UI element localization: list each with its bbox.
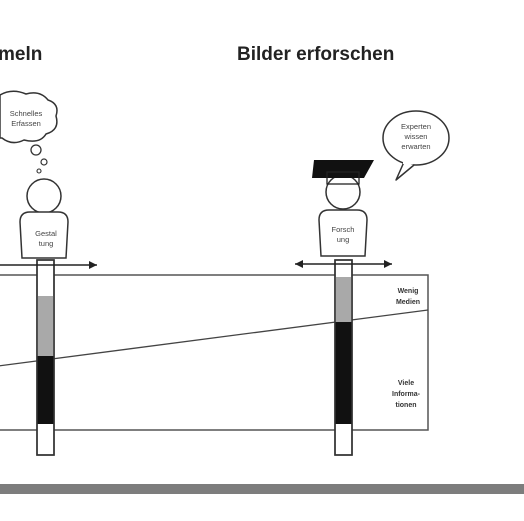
scale-top-line1: Wenig — [398, 288, 419, 295]
figure-left — [19, 178, 69, 259]
graduation-cap-icon — [312, 160, 374, 185]
thought-bubble-icon — [0, 90, 58, 174]
figure-right-line2: ung — [337, 235, 350, 244]
thought-left-line2: Erfassen — [11, 119, 41, 128]
bottom-margin — [0, 494, 524, 521]
thought-right-line2: wissen — [404, 132, 428, 141]
thought-left-line1: Schnelles — [10, 109, 43, 118]
heading-left: meln — [0, 44, 42, 65]
gauge-left — [36, 259, 55, 456]
figure-left-line1: Gestal — [35, 229, 57, 238]
double-arrow-icon — [295, 260, 392, 268]
thought-right-line3: erwarten — [401, 142, 430, 151]
speech-bubble-icon — [382, 110, 450, 181]
heading-right: Bilder erforschen — [237, 44, 394, 65]
scale-bottom-line2: Informa- — [392, 391, 421, 398]
gauge-right — [334, 259, 353, 456]
double-arrow-icon — [0, 261, 97, 269]
scale-bottom-line3: tionen — [396, 402, 417, 409]
scale-bottom-line1: Viele — [398, 380, 414, 387]
figure-left-line2: tung — [39, 239, 54, 248]
thought-right-line1: Experten — [401, 122, 431, 131]
bottom-bar — [0, 484, 524, 494]
scale-box — [0, 274, 429, 431]
figure-right-line1: Forsch — [332, 225, 355, 234]
scale-top-line2: Medien — [396, 299, 420, 306]
trend-line — [0, 309, 429, 367]
